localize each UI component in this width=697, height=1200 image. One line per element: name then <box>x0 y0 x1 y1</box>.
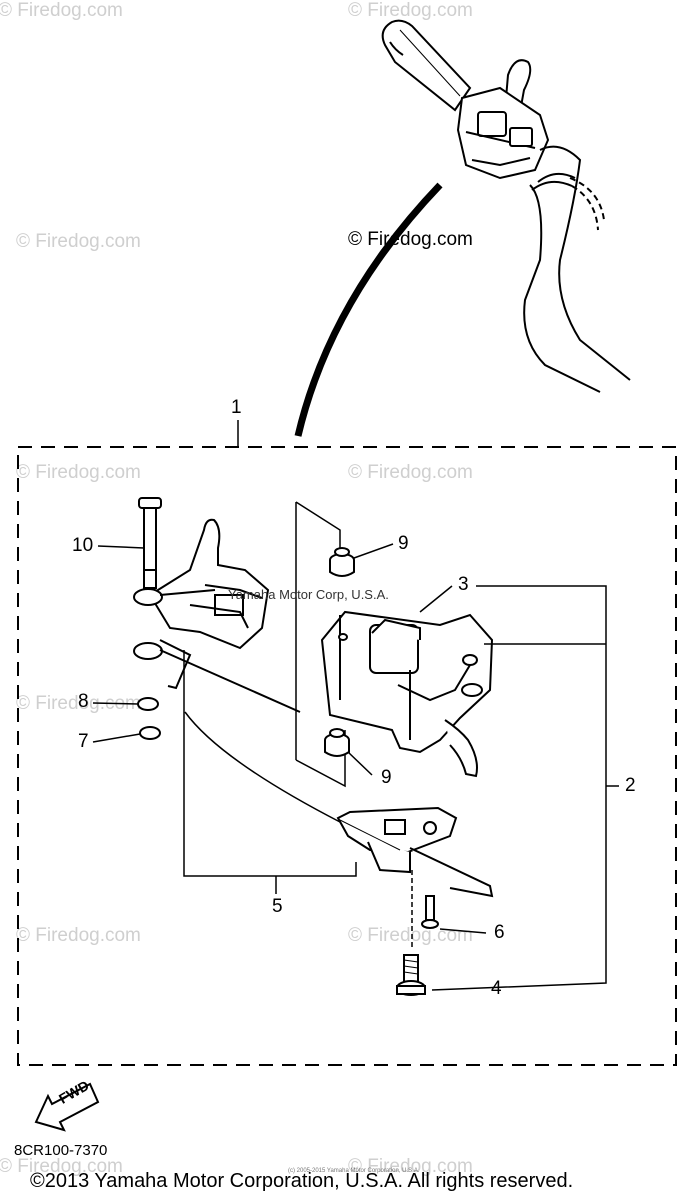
grommet-bottom <box>324 728 350 757</box>
handlebar-tube <box>523 145 631 393</box>
copyright: ©2013 Yamaha Motor Corporation, U.S.A. A… <box>30 1170 574 1192</box>
assembly-dashed-border <box>17 446 677 1066</box>
connector-arc <box>294 182 443 437</box>
fwd-arrow <box>34 1082 100 1132</box>
watermark: © Firedog.com <box>16 462 141 483</box>
callout-9-top: 9 <box>398 533 409 554</box>
leader-lines <box>92 543 619 991</box>
callout-6: 6 <box>494 922 505 943</box>
small-screw <box>421 895 439 929</box>
callout-2: 2 <box>625 775 636 796</box>
throttle-lever-assembly <box>148 518 270 690</box>
watermark: © Firedog.com <box>16 231 141 252</box>
center-watermark: © Firedog.com <box>348 229 473 250</box>
lower-switch <box>336 806 494 898</box>
callout-10: 10 <box>72 535 94 556</box>
handlebar-grip <box>381 19 472 112</box>
grommet-top <box>329 547 355 577</box>
watermark: © Firedog.com <box>348 1156 473 1177</box>
watermark: © Firedog.com <box>0 0 123 21</box>
inline-watermark-label: Yamaha Motor Corp, U.S.A. <box>228 587 389 602</box>
mini-copyright: (c) 2005-2015 Yamaha Motor Corporation, … <box>288 1168 420 1174</box>
callout-9-bottom: 9 <box>381 767 392 788</box>
throttle-housing-top <box>456 59 550 180</box>
watermark: © Firedog.com <box>0 1156 123 1177</box>
washer <box>137 697 159 711</box>
watermark: © Firedog.com <box>16 925 141 946</box>
callout-3: 3 <box>458 574 469 595</box>
callout-8: 8 <box>78 691 89 712</box>
circlip <box>139 726 161 740</box>
cable <box>184 711 341 823</box>
pivot-bolt <box>138 497 162 589</box>
callout-1: 1 <box>231 397 242 418</box>
drawing-code: 8CR100-7370 <box>14 1142 108 1159</box>
callout-7: 7 <box>78 731 89 752</box>
throttle-switch-body <box>320 610 494 778</box>
watermark: © Firedog.com <box>16 693 141 714</box>
watermark: © Firedog.com <box>348 0 473 21</box>
mounting-bolt <box>396 954 426 996</box>
callout-4: 4 <box>491 978 502 999</box>
watermark: © Firedog.com <box>348 925 473 946</box>
callout-5: 5 <box>272 896 283 917</box>
watermark: © Firedog.com <box>348 462 473 483</box>
